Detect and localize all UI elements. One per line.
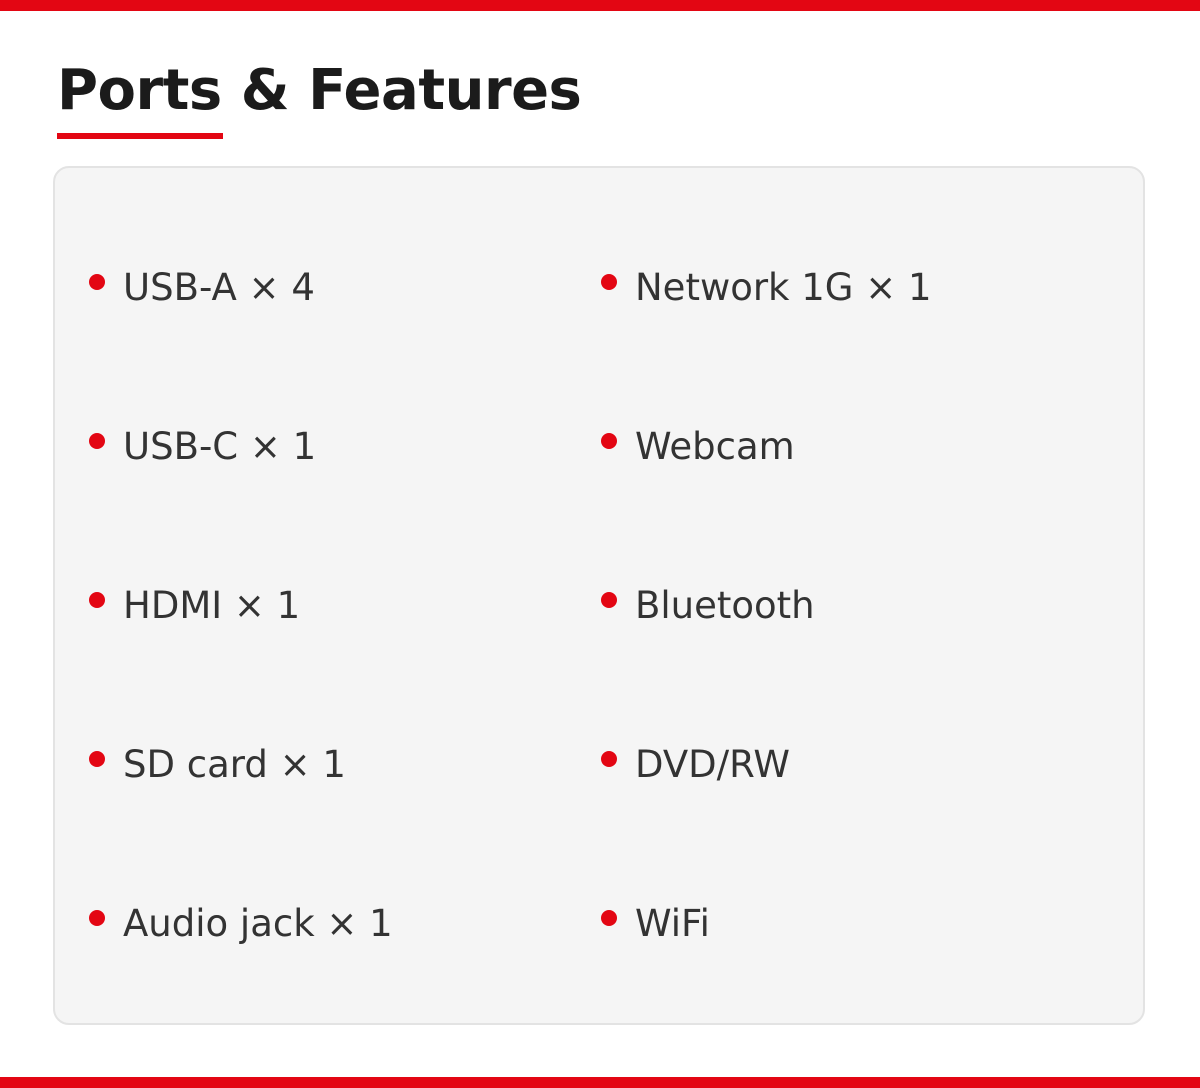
feature-label: SD card × 1 bbox=[123, 743, 346, 786]
top-accent-bar bbox=[0, 0, 1200, 11]
bullet-dot-icon bbox=[601, 274, 617, 290]
feature-label: WiFi bbox=[635, 902, 710, 945]
feature-label: Audio jack × 1 bbox=[123, 902, 393, 945]
feature-item-hdmi: HDMI × 1 bbox=[89, 581, 300, 631]
feature-item-dvd-rw: DVD/RW bbox=[601, 740, 790, 790]
feature-label: HDMI × 1 bbox=[123, 584, 301, 627]
feature-item-usb-a: USB-A × 4 bbox=[89, 263, 315, 313]
features-panel: USB-A × 4 USB-C × 1 HDMI × 1 SD card × 1… bbox=[53, 166, 1145, 1025]
bullet-dot-icon bbox=[601, 592, 617, 608]
bullet-dot-icon bbox=[89, 274, 105, 290]
feature-label: Webcam bbox=[635, 425, 795, 468]
feature-label: USB-A × 4 bbox=[123, 266, 315, 309]
bullet-dot-icon bbox=[89, 433, 105, 449]
bullet-dot-icon bbox=[89, 592, 105, 608]
title-underline bbox=[57, 133, 223, 139]
feature-item-network: Network 1G × 1 bbox=[601, 263, 932, 313]
bullet-dot-icon bbox=[601, 433, 617, 449]
feature-item-sd-card: SD card × 1 bbox=[89, 740, 346, 790]
feature-item-wifi: WiFi bbox=[601, 899, 710, 949]
feature-label: Bluetooth bbox=[635, 584, 815, 627]
bullet-dot-icon bbox=[89, 910, 105, 926]
bullet-dot-icon bbox=[601, 910, 617, 926]
feature-label: Network 1G × 1 bbox=[635, 266, 932, 309]
features-list: USB-A × 4 USB-C × 1 HDMI × 1 SD card × 1… bbox=[55, 168, 1143, 1023]
bullet-dot-icon bbox=[601, 751, 617, 767]
feature-item-usb-c: USB-C × 1 bbox=[89, 422, 316, 472]
feature-label: USB-C × 1 bbox=[123, 425, 317, 468]
feature-item-audio-jack: Audio jack × 1 bbox=[89, 899, 393, 949]
bottom-accent-bar bbox=[0, 1077, 1200, 1088]
feature-item-webcam: Webcam bbox=[601, 422, 795, 472]
bullet-dot-icon bbox=[89, 751, 105, 767]
feature-label: DVD/RW bbox=[635, 743, 790, 786]
feature-item-bluetooth: Bluetooth bbox=[601, 581, 815, 631]
page-title: Ports & Features bbox=[57, 58, 582, 123]
